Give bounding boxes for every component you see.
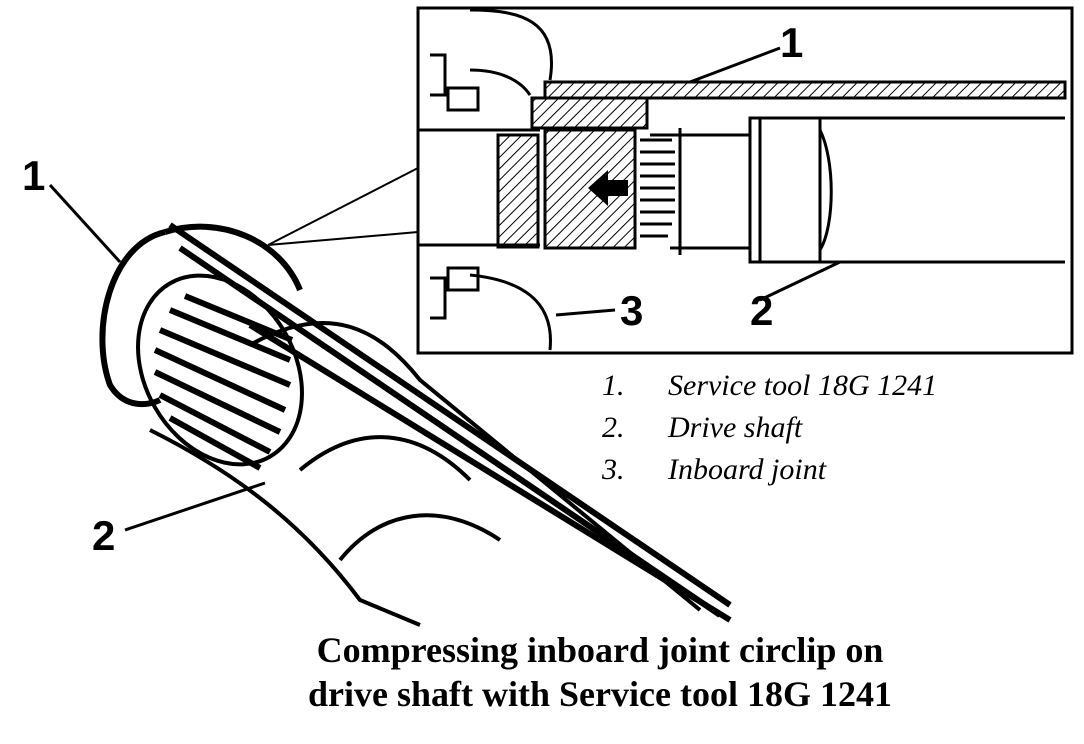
legend-label: Drive shaft — [668, 411, 803, 444]
caption-line-1: Compressing inboard joint circlip on — [316, 630, 884, 670]
direction-arrow-icon — [588, 170, 628, 206]
main-leaders — [48, 183, 266, 532]
callout-drive-shaft: 2 — [92, 512, 116, 559]
callout-inset-drive-shaft: 2 — [750, 287, 774, 334]
inset-pointer — [267, 167, 419, 246]
callout-inset-inboard-joint: 3 — [620, 287, 644, 334]
service-tool-18g-1241 — [99, 222, 732, 623]
legend-item: 2. Drive shaft — [602, 407, 937, 449]
caption-line-2: drive shaft with Service tool 18G 1241 — [308, 674, 892, 714]
inboard-joint-splines — [136, 273, 304, 471]
legend-number: 2. — [602, 411, 625, 444]
legend-number: 3. — [602, 453, 625, 486]
legend-number: 1. — [602, 369, 625, 402]
parts-legend: 1. Service tool 18G 1241 2. Drive shaft … — [602, 365, 937, 491]
callout-inset-service-tool: 1 — [780, 19, 804, 66]
callout-service-tool: 1 — [22, 152, 46, 199]
legend-item: 3. Inboard joint — [602, 449, 937, 491]
inset-cross-section — [416, 6, 1074, 355]
legend-item: 1. Service tool 18G 1241 — [602, 365, 937, 407]
legend-label: Service tool 18G 1241 — [668, 369, 938, 402]
figure-caption: Compressing inboard joint circlip on dri… — [200, 628, 1000, 716]
legend-label: Inboard joint — [668, 453, 827, 486]
drive-shaft — [149, 320, 702, 627]
